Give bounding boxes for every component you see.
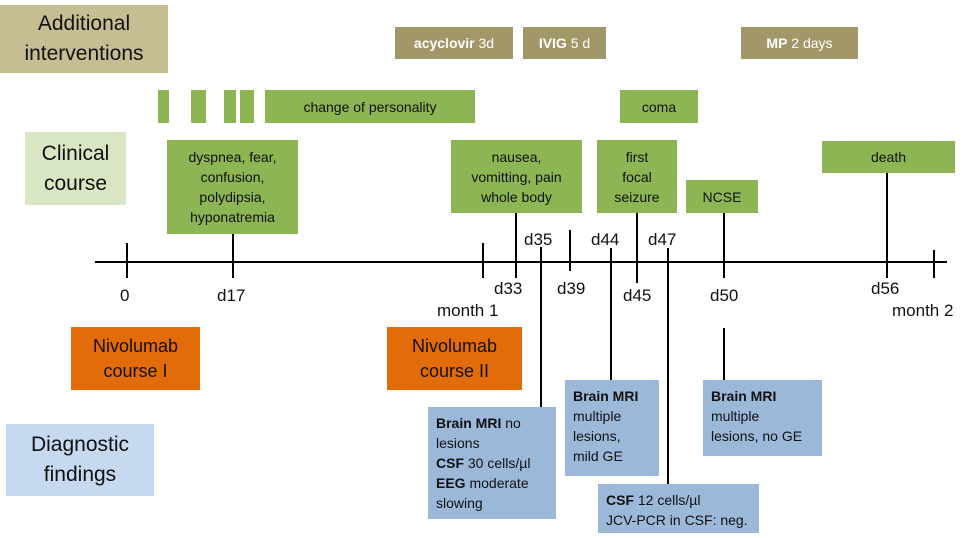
dyspnea-line3: polydipsia, (199, 189, 266, 205)
nausea-line1: nausea, (491, 148, 542, 165)
seizure-box: first focal seizure (597, 140, 677, 213)
acyclovir-duration: 3d (474, 35, 495, 51)
mp-name: MP (766, 35, 788, 51)
ncse-text: NCSE (702, 188, 742, 205)
dyspnea-line2: confusion, (200, 169, 265, 185)
ivig-duration: 5 d (566, 35, 591, 51)
nivolumab-course1-line1: Nivolumab (92, 335, 179, 356)
label-d17: d17 (217, 286, 246, 305)
diagnostic-d50-box: Brain MRI multiple lesions, no GE (703, 380, 822, 456)
d47-line1: CSF 12 cells/µl (606, 492, 701, 508)
label-d50: d50 (710, 286, 739, 305)
dyspnea-box: dyspnea, fear, confusion, polydipsia, hy… (167, 140, 298, 234)
mp-box: MP 2 days (741, 27, 858, 59)
d35-line1: Brain MRI no (436, 415, 521, 431)
nivolumab-course2-box: Nivolumab course II (387, 327, 522, 390)
d35-line2: lesions (436, 435, 480, 451)
coma-box: coma (620, 90, 698, 123)
d35-line5: slowing (436, 495, 483, 511)
nivolumab-course1-line2: course I (103, 360, 168, 381)
d50-line2: multiple (711, 408, 760, 424)
d44-line4: mild GE (573, 448, 623, 464)
death-box: death (822, 141, 955, 173)
tick-0 (126, 243, 128, 278)
interventions-label-line1: Additional (37, 12, 131, 35)
seizure-line2: focal (622, 168, 652, 185)
tick-d50-down (723, 328, 725, 380)
label-d44: d44 (591, 230, 620, 249)
episode-bar-3 (224, 90, 236, 123)
diagnostic-category-label: Diagnostic findings (6, 424, 154, 496)
nivolumab-course2-line1: Nivolumab (411, 335, 498, 356)
label-d33: d33 (494, 279, 523, 298)
tick-month2 (933, 250, 935, 278)
episode-bar-2 (191, 90, 206, 123)
ncse-box: NCSE (686, 180, 758, 213)
d44-line3: lesions, (573, 428, 621, 444)
tick-d17 (232, 234, 234, 278)
episode-bar-1 (158, 90, 169, 123)
label-0: 0 (120, 286, 130, 305)
diagnostic-d47-box: CSF 12 cells/µl JCV-PCR in CSF: neg. (598, 484, 759, 533)
nausea-line3: whole body (481, 188, 552, 205)
ivig-name: IVIG (538, 35, 567, 51)
seizure-line1: first (625, 148, 649, 165)
acyclovir-box: acyclovir 3d (395, 27, 513, 59)
d50-line1: Brain MRI (711, 388, 777, 404)
mp-duration: 2 days (787, 35, 833, 51)
diagnostic-label-line1: Diagnostic (30, 433, 130, 456)
tick-d47 (667, 248, 669, 484)
d47-line2: JCV-PCR in CSF: neg. (606, 512, 748, 528)
tick-month1 (482, 243, 484, 278)
label-d56: d56 (871, 279, 900, 298)
label-month2: month 2 (892, 301, 954, 320)
label-d35: d35 (524, 230, 553, 249)
dyspnea-line4: hyponatremia (190, 209, 275, 225)
nausea-line2: vomitting, pain (471, 168, 562, 185)
d44-line1: Brain MRI (573, 388, 639, 404)
tick-d45 (636, 213, 638, 283)
tick-d35 (540, 247, 542, 409)
personality-change-text: change of personality (303, 98, 437, 115)
d44-line2: multiple (573, 408, 622, 424)
clinical-label-line1: Clinical (41, 141, 110, 165)
d35-line4: EEG moderate (436, 475, 529, 491)
label-month1: month 1 (437, 301, 499, 320)
diagnostic-d35-box: Brain MRI no lesions CSF 30 cells/µl EEG… (428, 407, 556, 519)
tick-d33 (515, 213, 517, 278)
label-d47: d47 (648, 230, 677, 249)
tick-d39 (569, 230, 571, 271)
tick-d56 (886, 173, 888, 278)
death-text: death (870, 149, 907, 165)
label-d39: d39 (557, 279, 586, 298)
personality-change-box: change of personality (265, 90, 475, 123)
interventions-label-line2: interventions (24, 42, 144, 65)
d35-line3: CSF 30 cells/µl (436, 455, 531, 471)
label-d45: d45 (623, 286, 652, 305)
clinical-category-label: Clinical course (25, 132, 126, 205)
d50-line3: lesions, no GE (711, 428, 803, 444)
timeline-axis (95, 261, 947, 263)
dyspnea-line1: dyspnea, fear, (188, 149, 277, 165)
coma-text: coma (641, 98, 677, 115)
episode-bar-4 (240, 90, 254, 123)
nivolumab-course1-box: Nivolumab course I (71, 327, 200, 390)
nivolumab-course2-line2: course II (419, 360, 490, 381)
ivig-box: IVIG 5 d (523, 27, 606, 59)
diagnostic-d44-box: Brain MRI multiple lesions, mild GE (565, 380, 659, 476)
interventions-category-label: Additional interventions (0, 5, 168, 73)
tick-d50 (723, 213, 725, 278)
diagnostic-label-line2: findings (43, 463, 117, 486)
nausea-box: nausea, vomitting, pain whole body (451, 140, 582, 213)
acyclovir-name: acyclovir (413, 35, 475, 51)
clinical-label-line2: course (43, 171, 108, 195)
seizure-line3: seizure (614, 188, 660, 205)
tick-d44 (610, 248, 612, 380)
